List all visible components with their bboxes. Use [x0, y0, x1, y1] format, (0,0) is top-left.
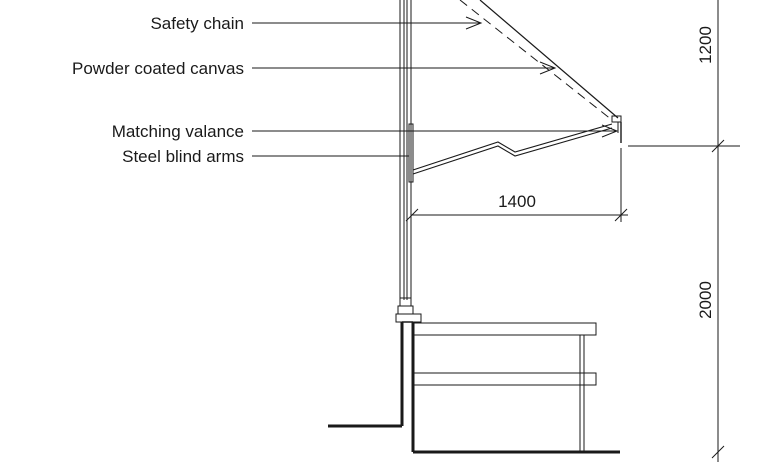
wall-post	[395, 0, 422, 323]
label-matching-valance: Matching valance	[112, 122, 244, 141]
leader-lines	[252, 16, 619, 157]
blind-arms	[412, 123, 613, 175]
counter-shelf	[412, 372, 597, 386]
counter	[412, 322, 597, 452]
label-powder-coated-canvas: Powder coated canvas	[72, 59, 244, 78]
canvas	[459, 0, 622, 143]
dimension-vertical	[628, 0, 740, 462]
dimension-lower-height-label: 2000	[696, 281, 715, 319]
counter-top	[412, 322, 597, 336]
arrowhead-valance	[601, 124, 619, 138]
labels: Safety chain Powder coated canvas Matchi…	[72, 14, 244, 166]
dimension-projection-label: 1400	[498, 192, 536, 211]
canvas-line	[479, 0, 619, 119]
dimension-projection	[405, 148, 628, 222]
label-safety-chain: Safety chain	[150, 14, 244, 33]
front-bar	[611, 115, 622, 123]
ground	[328, 321, 620, 454]
safety-chain-line	[459, 0, 613, 121]
label-steel-blind-arms: Steel blind arms	[122, 147, 244, 166]
arrowhead-safety-chain	[465, 16, 483, 30]
arrowhead-canvas	[539, 61, 557, 75]
mounting-bracket	[408, 123, 414, 183]
dimension-upper-height-label: 1200	[696, 26, 715, 64]
